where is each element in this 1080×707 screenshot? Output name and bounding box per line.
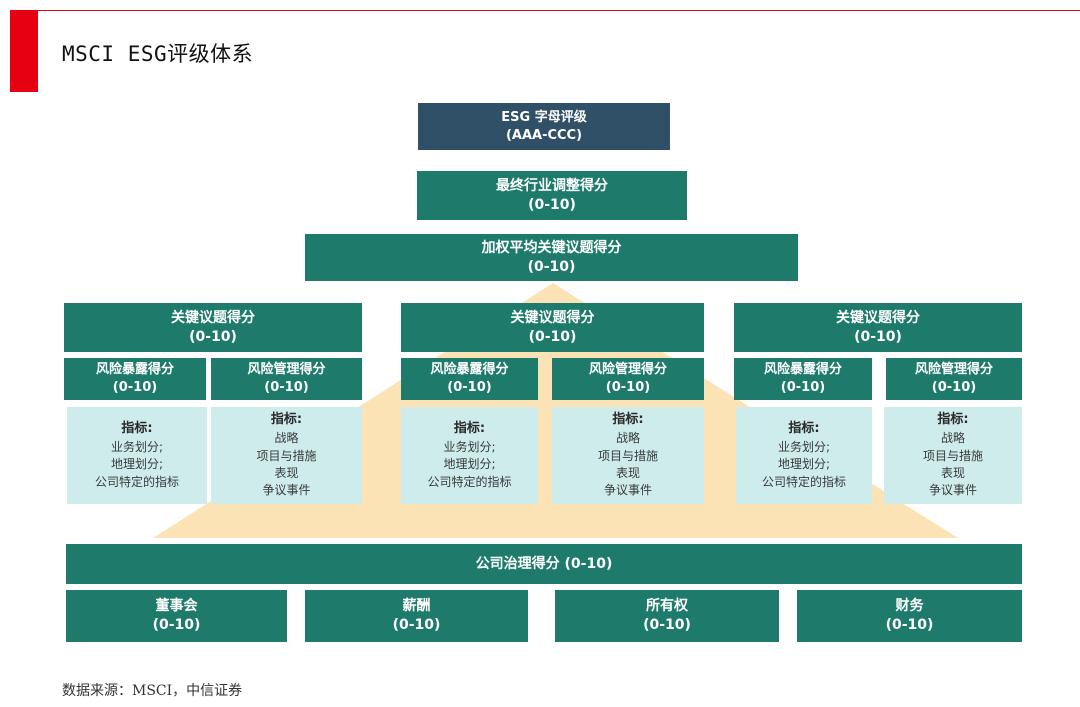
header-rule: [38, 10, 1080, 11]
risk-exposure-score-box: 风险暴露得分 (0-10): [401, 358, 538, 400]
indicator-line: 公司特定的指标: [94, 474, 179, 489]
key-issue-score-range: (0-10): [528, 328, 577, 345]
indicator-line: 地理划分;: [110, 457, 164, 472]
risk-management-score-name: 风险管理得分: [588, 362, 667, 378]
governance-score-box: 公司治理得分 (0-10): [66, 544, 1022, 584]
weighted-average-score-range: (0-10): [527, 258, 576, 275]
risk-exposure-score-name: 风险暴露得分: [763, 362, 842, 378]
exposure-indicators-box: 指标: 业务划分; 地理划分; 公司特定的指标: [67, 407, 207, 504]
industry-adjusted-score-range: (0-10): [528, 196, 576, 213]
indicator-label: 指标:: [788, 420, 820, 436]
indicator-label: 指标:: [937, 412, 969, 428]
governance-item-range: (0-10): [643, 617, 691, 633]
key-issue-score-name: 关键议题得分: [171, 309, 255, 326]
risk-exposure-score-name: 风险暴露得分: [430, 362, 509, 378]
governance-item-name: 薪酬: [402, 598, 431, 615]
industry-adjusted-score-name: 最终行业调整得分: [496, 177, 608, 194]
indicator-label: 指标:: [270, 412, 303, 428]
key-issue-score-box: 关键议题得分 (0-10): [401, 303, 704, 352]
governance-item-range: (0-10): [152, 617, 201, 633]
indicator-line: 业务划分;: [110, 439, 164, 454]
key-issue-score-name: 关键议题得分: [836, 309, 920, 326]
governance-item-range: (0-10): [885, 617, 934, 633]
governance-item-box: 所有权 (0-10): [555, 590, 779, 642]
key-issue-score-box: 关键议题得分 (0-10): [734, 303, 1022, 352]
source-note: 数据来源：MSCI，中信证券: [62, 683, 243, 699]
indicator-line: 地理划分;: [443, 457, 496, 472]
exposure-indicators-box: 指标: 业务划分; 地理划分; 公司特定的指标: [736, 407, 872, 504]
indicator-label: 指标:: [121, 420, 153, 436]
risk-exposure-score-range: (0-10): [112, 380, 158, 395]
management-indicators-box: 指标: 战略 项目与措施 表现 争议事件: [552, 407, 704, 504]
esg-letter-rating-name: ESG 字母评级: [501, 109, 587, 125]
governance-item-name: 财务: [895, 598, 924, 615]
indicator-line: 公司特定的指标: [427, 474, 512, 489]
indicator-line: 表现: [274, 465, 299, 480]
risk-exposure-score-box: 风险暴露得分 (0-10): [64, 358, 206, 400]
indicator-line: 争议事件: [928, 483, 977, 498]
governance-item-box: 薪酬 (0-10): [305, 590, 528, 642]
governance-item-box: 董事会 (0-10): [66, 590, 287, 642]
risk-management-score-range: (0-10): [264, 380, 309, 395]
indicator-line: 项目与措施: [597, 448, 658, 463]
risk-exposure-score-box: 风险暴露得分 (0-10): [734, 358, 872, 400]
risk-management-score-range: (0-10): [931, 380, 977, 395]
risk-exposure-score-range: (0-10): [447, 380, 492, 395]
indicator-line: 战略: [940, 431, 965, 446]
governance-item-name: 董事会: [155, 598, 198, 615]
risk-exposure-score-range: (0-10): [780, 380, 826, 395]
indicator-line: 战略: [274, 431, 299, 446]
weighted-average-score-box: 加权平均关键议题得分 (0-10): [305, 234, 798, 281]
risk-management-score-box: 风险管理得分 (0-10): [552, 358, 704, 400]
exposure-indicators-box: 指标: 业务划分; 地理划分; 公司特定的指标: [401, 407, 538, 504]
indicator-line: 项目与措施: [256, 448, 317, 463]
indicator-line: 表现: [615, 465, 640, 480]
risk-management-score-name: 风险管理得分: [914, 362, 993, 378]
governance-item-box: 财务 (0-10): [797, 590, 1022, 642]
indicator-line: 地理划分;: [777, 457, 831, 472]
risk-management-score-name: 风险管理得分: [247, 362, 326, 378]
industry-adjusted-score-box: 最终行业调整得分 (0-10): [417, 171, 687, 220]
indicator-line: 战略: [615, 431, 640, 446]
weighted-average-score-name: 加权平均关键议题得分: [481, 239, 622, 256]
governance-score-name: 公司治理得分 (0-10): [475, 555, 613, 572]
indicator-line: 业务划分;: [443, 439, 496, 454]
key-issue-score-box: 关键议题得分 (0-10): [64, 303, 362, 352]
key-issue-score-range: (0-10): [189, 328, 237, 345]
indicator-line: 争议事件: [262, 483, 311, 498]
page-title: MSCI ESG评级体系: [62, 42, 254, 66]
header-accent-bar: [10, 10, 38, 92]
governance-item-range: (0-10): [392, 617, 441, 633]
indicator-label: 指标:: [453, 420, 486, 436]
key-issue-score-range: (0-10): [854, 328, 902, 345]
indicator-line: 表现: [940, 465, 965, 480]
governance-item-name: 所有权: [646, 598, 688, 615]
risk-management-score-box: 风险管理得分 (0-10): [886, 358, 1022, 400]
key-issue-score-name: 关键议题得分: [510, 309, 595, 326]
indicator-line: 争议事件: [603, 483, 652, 498]
indicator-line: 业务划分;: [777, 439, 831, 454]
indicator-line: 公司特定的指标: [761, 474, 846, 489]
esg-letter-rating-box: ESG 字母评级 (AAA-CCC): [418, 103, 670, 150]
risk-exposure-score-name: 风险暴露得分: [95, 362, 174, 378]
management-indicators-box: 指标: 战略 项目与措施 表现 争议事件: [884, 407, 1022, 504]
indicator-label: 指标:: [612, 412, 644, 428]
indicator-line: 项目与措施: [922, 448, 983, 463]
risk-management-score-box: 风险管理得分 (0-10): [211, 358, 362, 400]
risk-management-score-range: (0-10): [605, 380, 651, 395]
esg-letter-rating-range: (AAA-CCC): [505, 127, 583, 143]
management-indicators-box: 指标: 战略 项目与措施 表现 争议事件: [211, 407, 362, 504]
